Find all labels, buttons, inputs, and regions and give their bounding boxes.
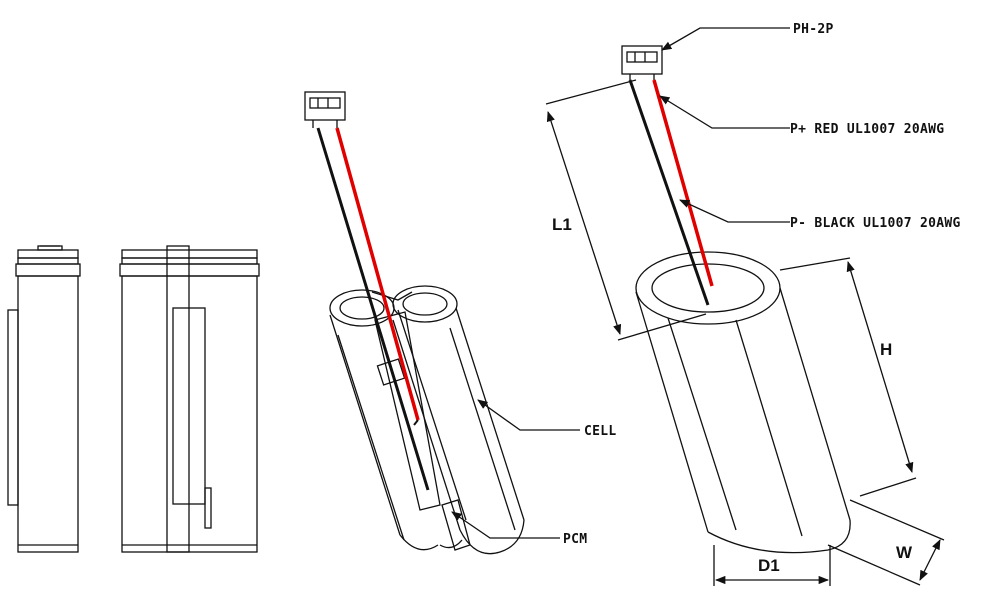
dim-d1: D1 — [758, 556, 780, 575]
dim-l1: L1 — [552, 215, 572, 234]
side-view-left — [7, 245, 81, 553]
label-pos-wire: P+ RED UL1007 20AWG — [790, 122, 944, 137]
label-neg-wire: P- BLACK UL1007 20AWG — [790, 216, 961, 231]
dimension-view — [545, 45, 945, 586]
label-pcm: PCM — [563, 532, 587, 547]
connector-icon — [304, 91, 346, 128]
leader-lines — [451, 27, 790, 539]
dim-h: H — [880, 340, 892, 359]
pack-assembly-view — [304, 91, 525, 555]
side-view-right — [119, 245, 260, 553]
label-cell: CELL — [584, 424, 617, 439]
dim-w: W — [896, 543, 913, 562]
label-connector: PH-2P — [793, 22, 834, 37]
connector-icon-right — [621, 45, 663, 80]
